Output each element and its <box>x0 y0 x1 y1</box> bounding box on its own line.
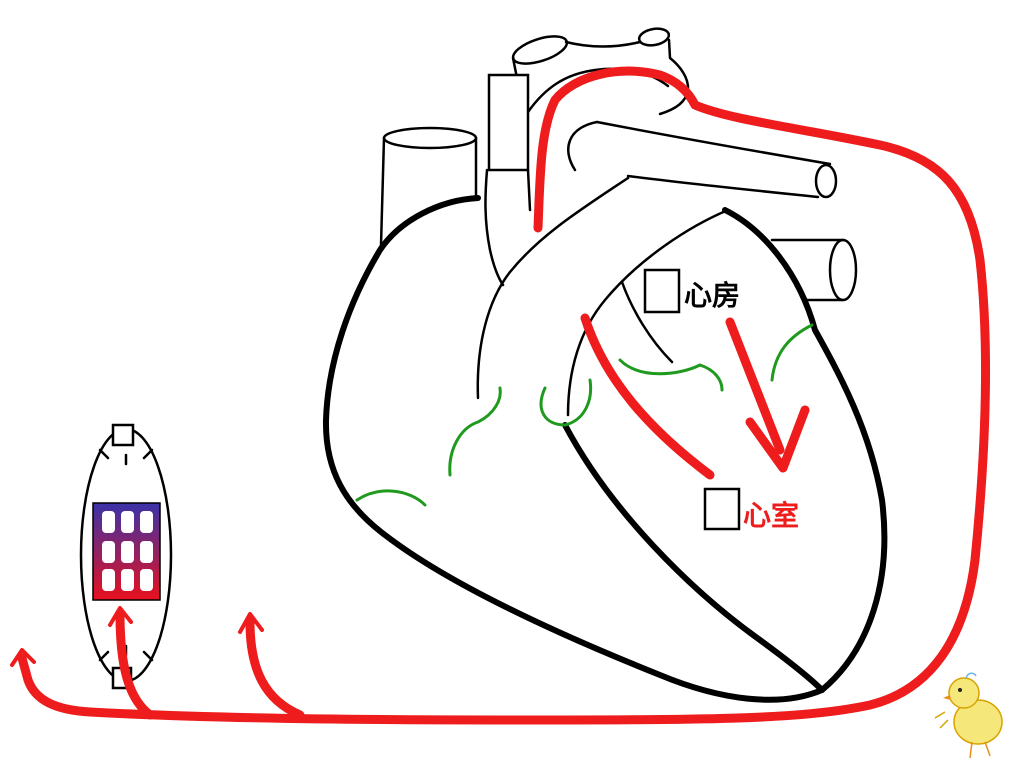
coronary-arc <box>539 378 593 427</box>
arrow-icon <box>10 648 36 667</box>
ventricle-label-group: 心室 <box>703 487 799 532</box>
arrow-icon <box>238 612 264 634</box>
capillary-cell <box>102 541 115 563</box>
arrow-icon <box>108 606 133 627</box>
aorta-arch-top <box>564 40 642 48</box>
great-vessels <box>379 27 858 417</box>
blood-flow <box>10 66 990 725</box>
coronary-vessels <box>355 323 814 507</box>
atrium-to-ventricle-arrow <box>725 317 785 455</box>
chick-head <box>948 677 980 709</box>
capillary-cell <box>121 569 134 591</box>
capillary-cell <box>121 541 134 563</box>
atrium-label: 心房 <box>684 279 740 312</box>
coronary-arc <box>355 489 427 507</box>
systemic-circulation-path <box>17 66 990 725</box>
capillary-cell <box>140 541 153 563</box>
coronary-arc <box>618 358 724 392</box>
heart-outline <box>322 195 888 703</box>
heart-left-outline <box>322 195 825 703</box>
chick-crest <box>965 672 977 679</box>
organ-top-port <box>111 423 135 447</box>
pulmonary-artery-lower <box>626 174 820 199</box>
organ-top-marks <box>98 448 154 466</box>
pulmonary-artery-opening <box>814 163 838 199</box>
capillary-cell <box>140 569 153 591</box>
pulmonary-loop <box>567 120 599 172</box>
heart-right-outline <box>722 207 888 693</box>
aorta-branch-opening-1 <box>511 35 569 65</box>
capillary-cell <box>121 511 134 533</box>
coronary-arc <box>770 323 814 382</box>
vena-cava-opening <box>382 126 478 150</box>
coronary-arc <box>448 386 502 477</box>
chick-wing <box>934 711 949 729</box>
interventricular-line <box>562 422 825 693</box>
chick-legs <box>969 741 991 759</box>
ventricle-blank-box <box>703 487 741 531</box>
capillary-cell <box>140 511 153 533</box>
aorta-blank-box <box>487 73 530 172</box>
side-branch-path <box>245 617 305 720</box>
aorta-ascending-right <box>526 168 532 212</box>
chick-eye <box>958 688 962 692</box>
atrium-blank-box <box>643 268 681 314</box>
capillary-cells <box>102 511 153 591</box>
pulmonary-trunk-left-edge <box>476 176 630 400</box>
pulmonary-vein-opening <box>828 238 858 302</box>
chick-icon <box>934 672 1003 759</box>
capillary-cell <box>102 569 115 591</box>
ventricle-label: 心室 <box>743 499 799 532</box>
organ-branch-path <box>115 609 155 720</box>
aorta-ascending-left <box>484 168 505 287</box>
pulmonary-artery-upper <box>595 120 832 166</box>
atrium-label-group: 心房 <box>643 268 740 314</box>
arrow-icon <box>745 405 810 473</box>
pulmonary-trunk-right-edge <box>566 208 730 417</box>
ventricle-outflow-path <box>580 313 715 480</box>
capillary-cell <box>102 511 115 533</box>
chick-beak <box>943 695 951 700</box>
aorta-branch-opening-2 <box>637 27 671 47</box>
vena-cava-left-edge <box>379 136 386 247</box>
atrium-wall-line <box>620 280 674 364</box>
